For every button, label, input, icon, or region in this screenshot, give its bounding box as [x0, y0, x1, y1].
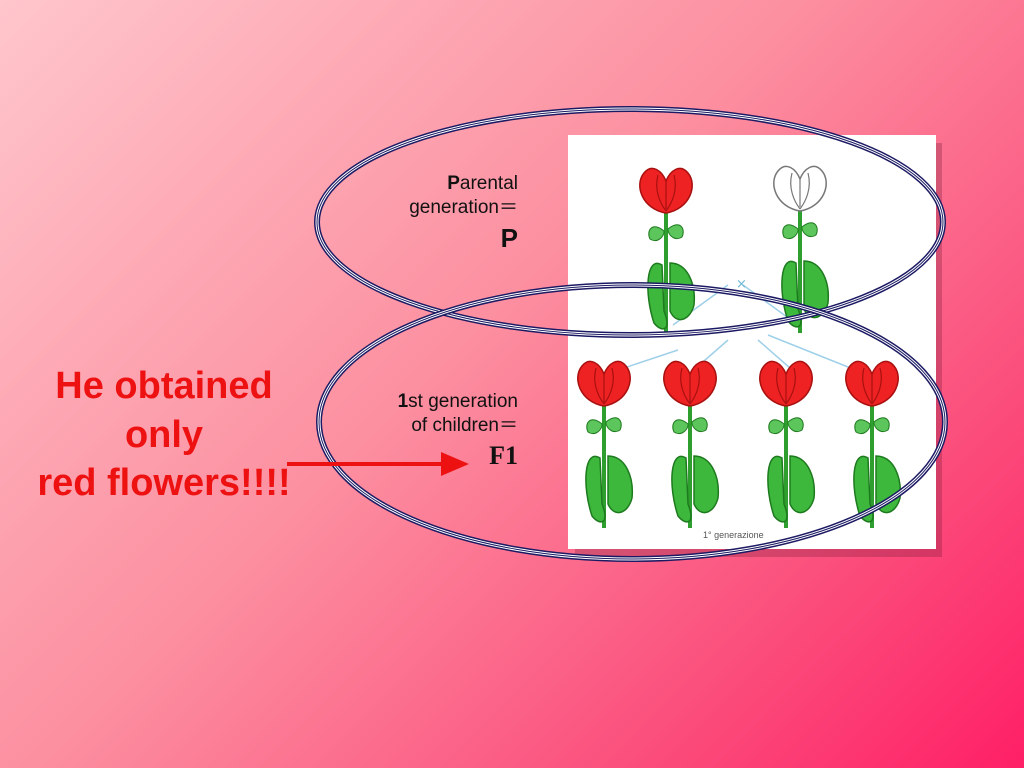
cross-symbol: × [736, 277, 747, 292]
f1-oval [316, 282, 948, 562]
pea-cross-illustration: × [568, 135, 936, 549]
parental-initial: P [447, 173, 460, 194]
message-line-3: red flowers!!!! [37, 462, 291, 505]
red-arrow [287, 452, 469, 476]
f1-symbol: F1 [489, 440, 518, 470]
result-message: He obtained only red flowers!!!! [5, 362, 323, 508]
f1-generation-label: 1st generation of children＝ F1 [318, 390, 518, 472]
parental-line2: generation＝ [409, 196, 518, 218]
message-line-2: only [124, 413, 204, 456]
f1-initial: 1 [397, 391, 409, 412]
f1-rest: st generation [408, 391, 518, 412]
image-caption: 1° generazione [703, 530, 764, 540]
parental-oval [314, 106, 946, 338]
f1-line2: of children＝ [411, 414, 518, 436]
parental-rest: arental [459, 173, 518, 194]
flowers-drawing: × [577, 165, 903, 530]
message-line-1: He obtained [55, 365, 273, 407]
parental-symbol: P [500, 222, 518, 253]
parental-generation-label: Parental generation＝ P [318, 172, 518, 254]
